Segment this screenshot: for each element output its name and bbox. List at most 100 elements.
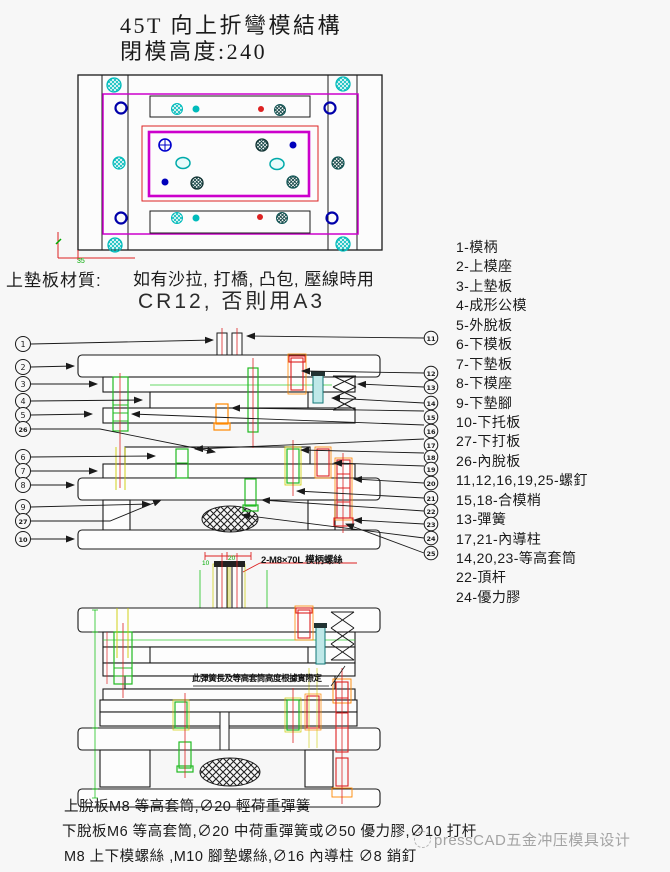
parts-list-item: 27-下打板 xyxy=(456,433,521,450)
section_open-text: 18 xyxy=(426,454,436,462)
section_closed-rect xyxy=(295,607,313,614)
section_open-text: 24 xyxy=(426,535,436,543)
leader xyxy=(246,332,425,340)
leader xyxy=(353,516,425,525)
leader xyxy=(30,396,143,404)
magenta-plate xyxy=(102,93,359,235)
top_view-circle xyxy=(161,178,169,186)
closed-height-subtitle: 閉模高度:240 xyxy=(120,39,268,64)
parts-list-item: 22-頂杆 xyxy=(456,569,507,586)
bottom-plate xyxy=(77,788,381,808)
section_open-text: 7 xyxy=(20,467,25,476)
callout xyxy=(15,359,31,375)
section_closed-rect xyxy=(314,623,327,628)
leader xyxy=(296,487,425,499)
inner-magenta-frame xyxy=(147,130,311,198)
top_view-circle xyxy=(192,214,200,222)
top-slot xyxy=(149,95,311,118)
section_open-rect xyxy=(311,371,325,376)
section_open-text: 15 xyxy=(426,414,436,422)
material-note-condition: 如有沙拉, 打橋, 凸包, 壓線時用 xyxy=(133,270,375,289)
section_open-rect xyxy=(314,446,332,479)
section_open-text: 13 xyxy=(426,384,435,392)
watermark-text: pressCAD五金冲压模具设计 xyxy=(434,832,631,849)
watermark: pressCAD五金冲压模具设计 xyxy=(414,829,630,850)
bolt-ring xyxy=(325,211,339,225)
section_open-rect xyxy=(334,457,353,521)
bolt-ring xyxy=(114,211,128,225)
leader xyxy=(30,452,156,460)
parts-list-item: 2-上模座 xyxy=(456,258,513,275)
leader xyxy=(301,367,425,375)
guide-bush xyxy=(335,76,351,92)
section_open-text: 5 xyxy=(20,411,25,420)
screw-red xyxy=(316,448,330,477)
parts-list-item: 5-外脫板 xyxy=(456,316,513,333)
section_open-rect xyxy=(213,422,231,431)
urethane xyxy=(199,757,261,787)
dimension-10: 10 xyxy=(202,560,210,567)
parts-list-item: 24-優力膠 xyxy=(456,588,521,605)
section_open-text: 14 xyxy=(426,400,436,408)
screw-red xyxy=(306,695,320,729)
callout xyxy=(423,545,439,561)
section_open-rect xyxy=(242,504,259,512)
parts-list-item: 7-下墊板 xyxy=(456,355,513,372)
section_open-text: 8 xyxy=(20,481,25,490)
leader xyxy=(231,404,425,412)
leader xyxy=(345,523,425,554)
leader xyxy=(31,428,216,454)
screw-orange xyxy=(215,403,229,425)
section_closed-rect xyxy=(294,605,314,641)
top_view-ellipse xyxy=(175,156,191,170)
section_open-text: 19 xyxy=(426,466,436,474)
section_open-text: 17 xyxy=(426,442,435,450)
section_closed-line xyxy=(330,627,355,645)
section_closed-line xyxy=(330,611,355,629)
section_open-text: 11 xyxy=(426,335,436,343)
parts-list-item: 9-下墊腳 xyxy=(456,394,513,411)
section_open-text: 3 xyxy=(20,380,25,389)
top_view-circle xyxy=(112,156,126,170)
leader xyxy=(131,410,425,426)
section_open-text: 6 xyxy=(20,453,25,462)
leader xyxy=(261,497,425,512)
spec-note-upper-stripper: 上脫板M8 等高套筒,∅20 輕荷重彈簧 xyxy=(64,799,311,815)
guide-bush xyxy=(107,237,123,253)
sleeve-cyan xyxy=(315,626,326,665)
leader xyxy=(353,475,425,484)
section_open-text: 23 xyxy=(426,521,435,529)
leader xyxy=(331,394,425,404)
page-title: 45T 向上折彎模結構 xyxy=(120,13,343,38)
section_closed-rect xyxy=(172,699,190,731)
spec-note-screws: M8 上下模螺絲 ,M10 腳墊螺絲,∅16 內導柱 ∅8 銷釘 xyxy=(64,849,417,865)
leader xyxy=(30,500,151,508)
bolt-ring xyxy=(114,101,128,115)
parts-list-item: 13-彈簧 xyxy=(456,511,507,528)
callout xyxy=(15,531,31,547)
bottom-plate xyxy=(77,529,381,550)
parts-list-item: 14,20,23-等高套筒 xyxy=(456,550,577,566)
section_closed-rect xyxy=(304,693,322,731)
forming-punch xyxy=(149,646,309,664)
guide-post xyxy=(219,711,230,751)
leader xyxy=(357,380,425,388)
callout xyxy=(423,379,439,395)
section_open-text: 21 xyxy=(426,495,436,503)
die-outline xyxy=(77,74,383,251)
section_open-text: 20 xyxy=(426,480,436,488)
section_open-text: 12 xyxy=(426,370,435,378)
leader xyxy=(241,512,425,539)
dimension-35: 35 xyxy=(77,258,85,265)
section-view-open: 1234526678927101112131415161718192021222… xyxy=(15,328,439,561)
material-note-label: 上墊板材質: xyxy=(6,271,102,290)
parts-list-item: 6-下模板 xyxy=(456,336,513,353)
foot-block xyxy=(99,749,151,788)
top_view-circle xyxy=(255,138,269,152)
parts-list-item: 10-下托板 xyxy=(456,413,521,430)
guide-bush xyxy=(106,77,122,93)
ejector-green xyxy=(244,478,257,507)
red-frame xyxy=(141,125,319,202)
sleeve-cyan xyxy=(312,373,324,404)
